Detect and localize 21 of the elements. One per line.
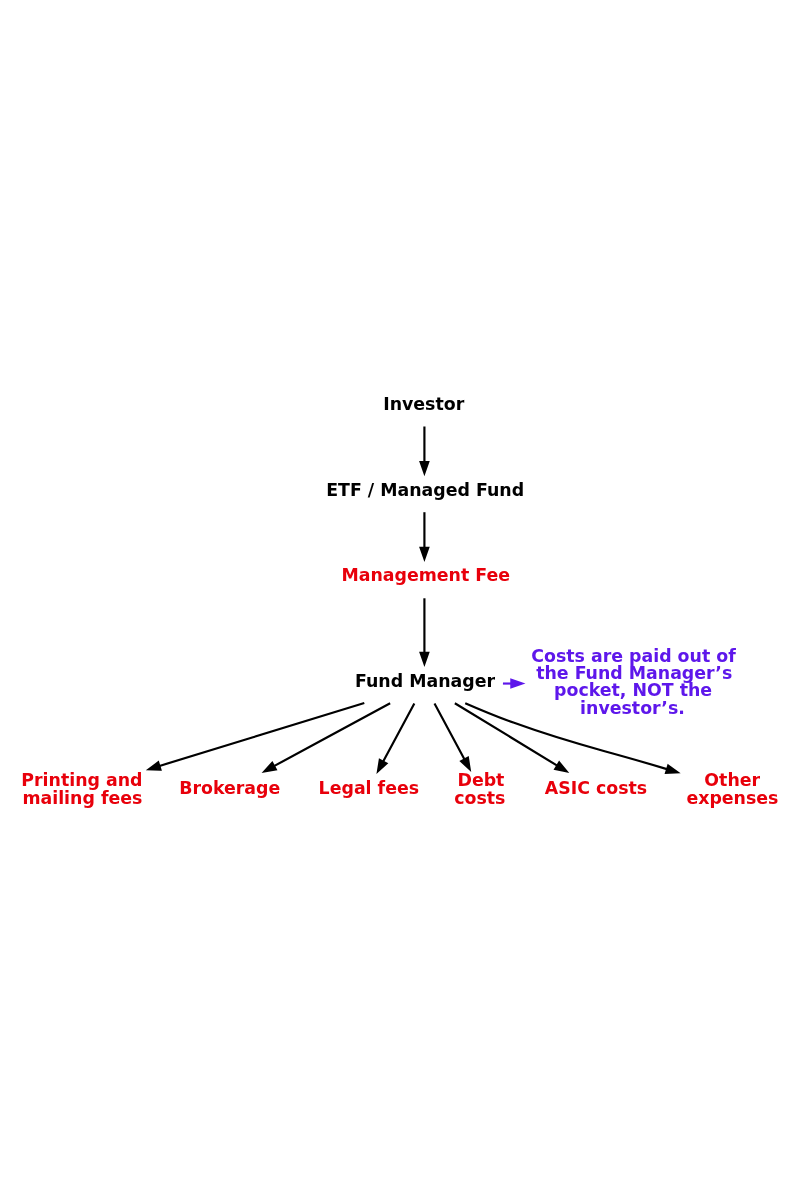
arrow <box>261 702 391 773</box>
arrow <box>419 598 430 667</box>
arrow <box>502 678 526 689</box>
node-text: Debt costs <box>454 770 506 808</box>
node-text: Management Fee <box>341 565 510 586</box>
arrow <box>433 702 472 772</box>
node-text: ETF / Managed Fund <box>326 479 525 500</box>
node-text: Investor <box>383 393 465 414</box>
node-text: Printing and mailing fees <box>21 770 143 808</box>
node-text: ASIC costs <box>544 778 648 798</box>
node-text: Legal fees <box>318 778 420 798</box>
node-text: Costs are paid out of the Fund Manager’s pocket, NOT the investor’s. <box>531 645 736 718</box>
arrow <box>145 702 365 771</box>
arrow <box>419 512 430 562</box>
arrow <box>376 702 416 775</box>
arrow <box>464 702 681 774</box>
node-text: Other expenses <box>686 770 779 808</box>
node-text: Brokerage <box>179 778 281 798</box>
arrow <box>419 426 430 477</box>
arrow <box>454 702 570 774</box>
node-text: Fund Manager <box>354 670 495 691</box>
